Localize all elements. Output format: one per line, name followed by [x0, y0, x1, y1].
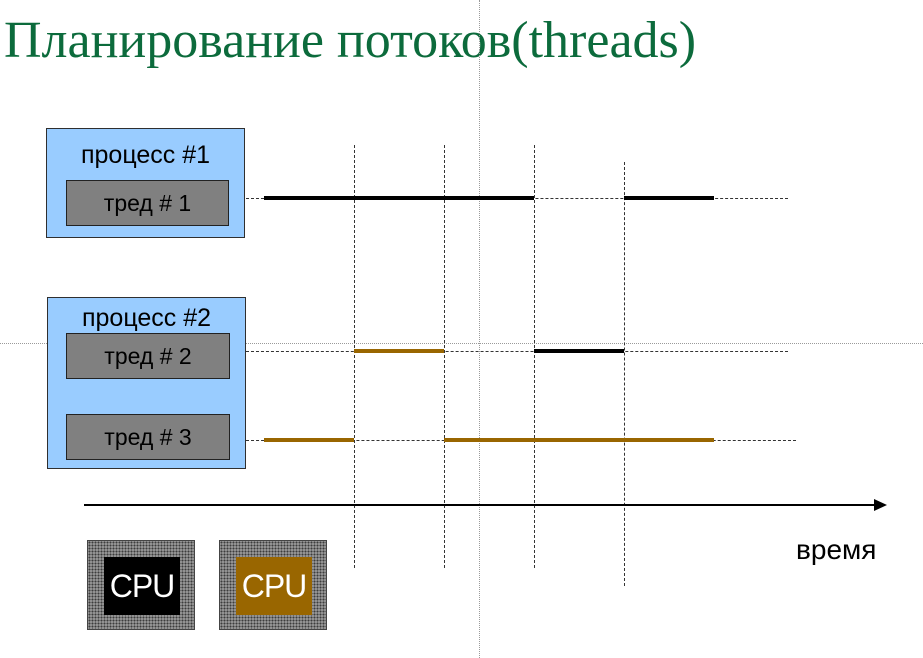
- execution-bar: [264, 438, 354, 442]
- time-axis-line: [84, 504, 874, 506]
- time-axis-arrowhead: [874, 499, 887, 511]
- execution-bar: [354, 196, 444, 200]
- cpu-2-label: CPU: [236, 557, 312, 615]
- execution-bar: [264, 196, 354, 200]
- thread-1-box: тред # 1: [66, 180, 229, 226]
- time-slot-boundary-line: [444, 145, 445, 568]
- execution-bar: [624, 438, 714, 442]
- execution-bar: [624, 196, 714, 200]
- cpu-1-chip: CPU: [87, 540, 195, 630]
- time-slot-boundary-line: [354, 145, 355, 568]
- execution-bar: [534, 349, 624, 353]
- execution-bar: [444, 438, 534, 442]
- cpu-2-chip: CPU: [219, 540, 327, 630]
- cpu-1-label: CPU: [104, 557, 180, 615]
- process-2-box: процесс #2 тред # 2 тред # 3: [47, 297, 246, 469]
- slide-title: Планирование потоков(threads): [4, 12, 697, 69]
- execution-bar: [444, 196, 534, 200]
- execution-bar: [534, 438, 624, 442]
- process-1-label: процесс #1: [80, 141, 211, 169]
- time-axis-label: время: [796, 534, 877, 565]
- execution-bar: [354, 349, 444, 353]
- thread-3-box: тред # 3: [66, 414, 230, 460]
- thread-2-box: тред # 2: [66, 333, 230, 379]
- horizontal-guide-line: [0, 343, 923, 344]
- vertical-guide-line: [479, 0, 480, 658]
- process-2-label: процесс #2: [81, 304, 212, 332]
- process-1-box: процесс #1 тред # 1: [46, 128, 245, 238]
- time-slot-boundary-line: [624, 162, 625, 586]
- thread-timeline-line: [246, 351, 788, 352]
- time-slot-boundary-line: [534, 145, 535, 568]
